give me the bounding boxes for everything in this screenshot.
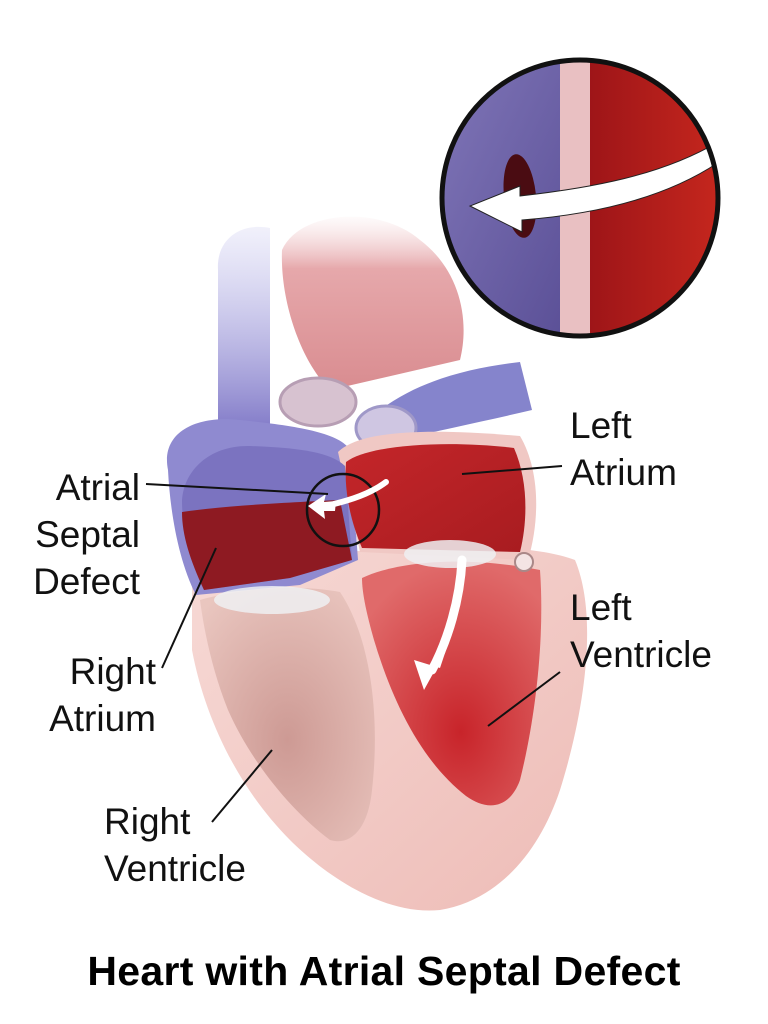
label-line: Atrial [55, 467, 140, 508]
leader-lines [145, 465, 563, 823]
label-left-atrium: Left Atrium [570, 402, 730, 496]
defect-zoom-inset [439, 57, 721, 339]
label-line: Atrium [570, 452, 677, 493]
leader-atrial-septal-defect [145, 483, 329, 495]
aortic-arch [281, 216, 464, 390]
chambers [182, 444, 542, 842]
mitral-valve [404, 540, 496, 568]
label-line: Atrium [49, 698, 156, 739]
label-right-atrium: Right Atrium [10, 648, 156, 742]
pulmonary-artery-opening [278, 376, 358, 428]
left-atrium-chamber [345, 444, 526, 552]
zoom-inset-border [439, 57, 721, 339]
label-line: Ventricle [104, 848, 246, 889]
label-line: Ventricle [570, 634, 712, 675]
label-right-ventricle: Right Ventricle [104, 798, 294, 892]
label-line: Left [570, 587, 632, 628]
leader-left-atrium [461, 465, 563, 475]
mitral-arrowhead [414, 650, 446, 690]
left-ventricle-chamber [362, 561, 542, 806]
leader-right-atrium [161, 547, 217, 669]
pulmonary-veins [380, 362, 532, 440]
leader-left-ventricle [487, 671, 561, 727]
tricuspid-valve [214, 586, 330, 614]
label-line: Right [69, 651, 156, 692]
shunt-arrowhead [308, 494, 336, 519]
zoom-flow-arrow [468, 141, 718, 233]
shunt-flow-arrow [331, 479, 389, 507]
coronary-sinus-opening [514, 552, 534, 572]
great-vessels [217, 216, 532, 452]
label-line: Right [104, 801, 191, 842]
label-line: Septal [35, 514, 140, 555]
superior-vena-cava [217, 226, 270, 440]
figure-title: Heart with Atrial Septal Defect [87, 948, 681, 994]
defect-highlight-circle [305, 472, 381, 548]
label-line: Left [570, 405, 632, 446]
label-line: Defect [33, 561, 140, 602]
label-atrial-septal-defect: Atrial Septal Defect [10, 464, 140, 605]
right-ventricle-chamber [200, 587, 375, 842]
mitral-flow-arrow [427, 555, 467, 675]
flow-arrows [308, 479, 467, 690]
label-left-ventricle: Left Ventricle [570, 584, 760, 678]
leader-right-ventricle [211, 749, 273, 823]
